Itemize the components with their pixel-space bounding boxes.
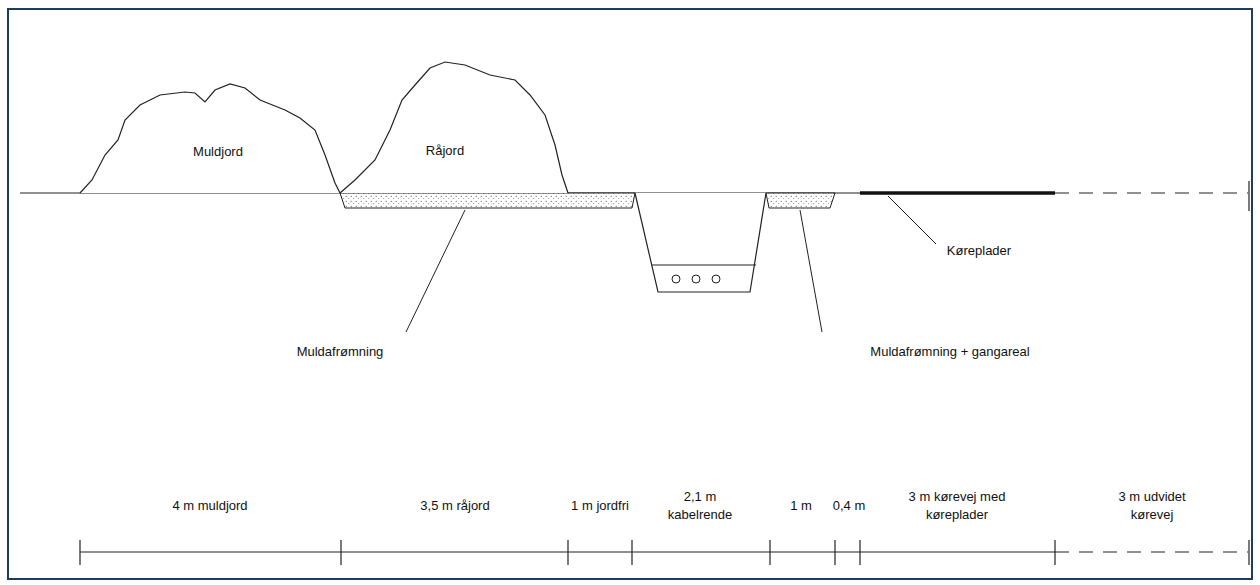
dimension-label: 3 m udvidet kørevej [1097, 488, 1207, 524]
soil-pile: Muldjord [76, 78, 344, 196]
pile-label: Muldjord [193, 143, 243, 160]
dimension-label: 0,4 m [833, 497, 866, 515]
soil-pile: Råjord [338, 58, 572, 196]
dimension-label: 4 m muldjord [172, 497, 247, 515]
callout-label: Muldafrømning [297, 343, 384, 361]
dimension-label: 3 m kørevej med køreplader [902, 488, 1012, 524]
dimension-label: 1 m [790, 497, 812, 515]
dimension-label: 1 m jordfri [571, 497, 629, 515]
pile-label: Råjord [426, 142, 464, 159]
callout-label: Køreplader [947, 242, 1011, 260]
pile-outline [76, 78, 344, 196]
pile-outline [338, 58, 572, 196]
callout-label: Muldafrømning + gangareal [870, 343, 1029, 361]
dimension-label: 2,1 m kabelrende [660, 488, 740, 524]
dimension-label: 3,5 m råjord [420, 497, 489, 515]
